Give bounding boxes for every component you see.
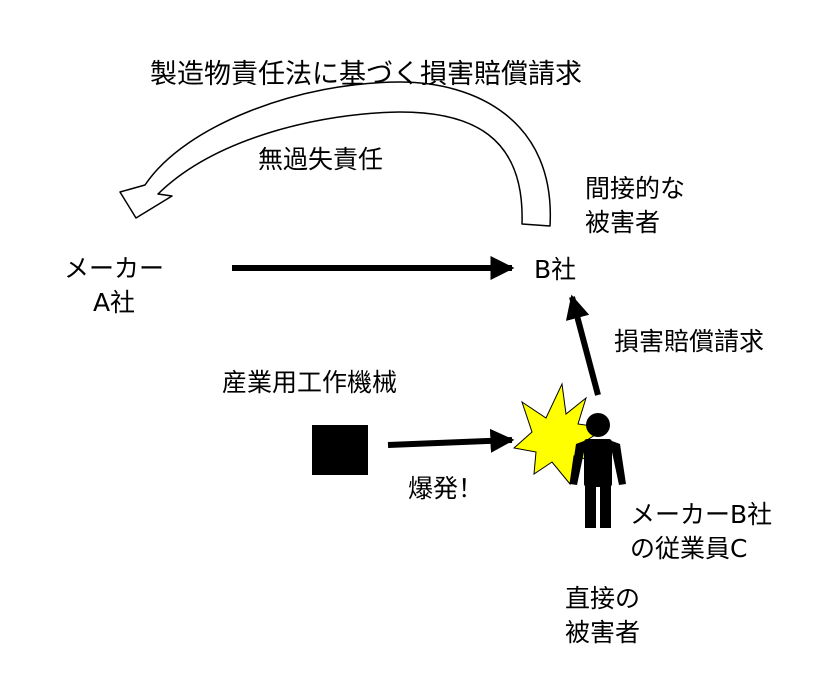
no-fault-label: 無過失責任 — [258, 145, 384, 174]
direct-victim-line-2: 被害者 — [565, 618, 641, 647]
maker-a-line-1: メーカー — [63, 254, 164, 283]
employee-line-1: メーカーB社 — [630, 500, 773, 529]
explosion-label: 爆発！ — [408, 474, 484, 503]
indirect-victim-line-1: 間接的な — [585, 174, 686, 203]
liability-claim-curved-arrow — [119, 81, 551, 227]
company-b-label: B社 — [534, 255, 577, 284]
maker-a-line-2: A社 — [92, 288, 136, 317]
employee-label: メーカーB社 の従業員C — [630, 498, 772, 566]
maker-a-label: メーカー A社 — [52, 252, 176, 320]
damages-claim-label: 損害賠償請求 — [614, 327, 765, 356]
direct-victim-line-1: 直接の — [565, 584, 641, 613]
employee-line-2: の従業員C — [630, 534, 748, 563]
machine-label: 産業用工作機械 — [222, 368, 398, 397]
explosion-arrow — [387, 428, 515, 453]
direct-victim-label: 直接の 被害者 — [565, 582, 640, 650]
machine-block — [312, 425, 368, 475]
indirect-victim-label: 間接的な 被害者 — [585, 172, 685, 240]
person-icon — [570, 413, 626, 528]
damages-claim-arrow — [565, 294, 601, 396]
diagram-title: 製造物責任法に基づく損害賠償請求 — [150, 59, 582, 90]
indirect-victim-line-2: 被害者 — [585, 208, 661, 237]
